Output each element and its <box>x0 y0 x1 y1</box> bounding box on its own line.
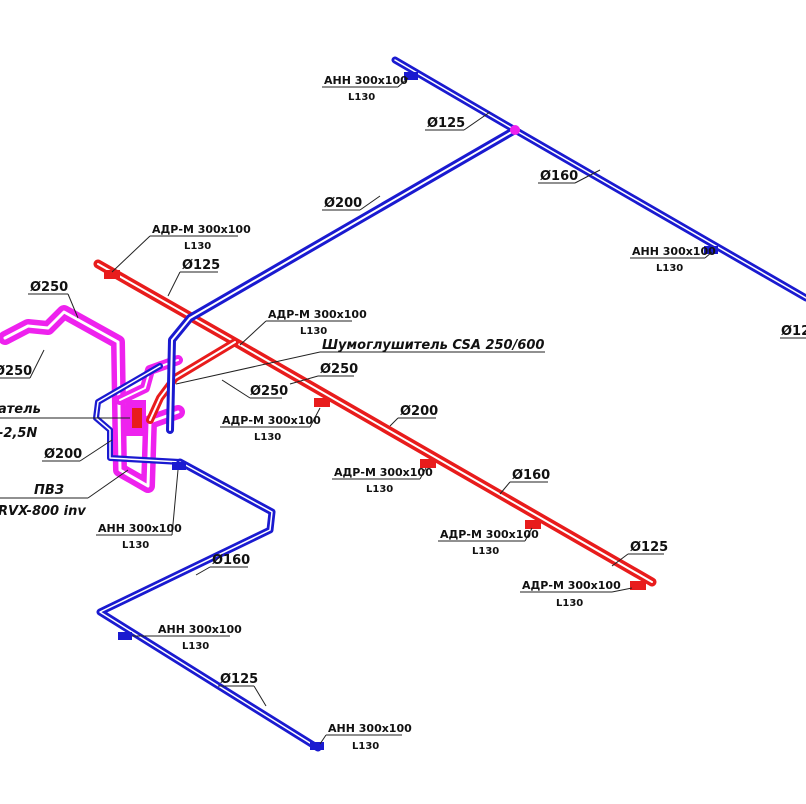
grille-adr-6 <box>630 581 646 590</box>
grille-anh-right <box>704 246 718 254</box>
exhaust-lower-inner <box>99 461 319 749</box>
ventilation-unit <box>0 305 185 493</box>
exhaust-top-main-inner <box>394 59 806 299</box>
exhaust-unit-loop-inner <box>95 365 181 463</box>
label-anh-bottom-name: АНН 300х100 <box>328 722 412 735</box>
label-d250-left: Ø250 <box>0 364 32 379</box>
label-anh-mid-name: АНН 300х100 <box>98 522 182 535</box>
label-d200-red: Ø200 <box>400 404 438 419</box>
label-adr-4-name: АДР-М 300х100 <box>334 466 433 479</box>
label-anh-low-name: АНН 300х100 <box>158 623 242 636</box>
label-anh-right-len: L130 <box>656 263 683 274</box>
label-anh-low-len: L130 <box>182 641 209 652</box>
grille-adr-5 <box>525 520 541 529</box>
label-d160-blue: Ø160 <box>212 553 250 568</box>
label-adr-2-len: L130 <box>300 326 327 337</box>
label-anh-bottom-len: L130 <box>352 741 379 752</box>
label-anh-top-len: L130 <box>348 92 375 103</box>
label-d160-red: Ø160 <box>512 468 550 483</box>
label-adr-6-len: L130 <box>556 598 583 609</box>
leader-lines <box>0 77 806 745</box>
label-adr-2-name: АДР-М 300х100 <box>268 308 367 321</box>
label-silencer: Шумоглушитель CSA 250/600 <box>322 338 544 353</box>
exhaust-duct <box>93 56 806 752</box>
label-adr-1-len: L130 <box>184 241 211 252</box>
grille-adr-3 <box>314 398 330 407</box>
label-anh-top-name: АНН 300х100 <box>324 74 408 87</box>
label-pvz-a: ПВЗ <box>34 483 64 498</box>
unit-branch-inner <box>119 359 179 401</box>
label-adr-6-name: АДР-М 300х100 <box>522 579 621 592</box>
label-adr-3-name: АДР-М 300х100 <box>222 414 321 427</box>
unit-duct-inner <box>3 310 180 488</box>
label-d250-b: Ø250 <box>250 384 288 399</box>
label-d250-unit: Ø250 <box>30 280 68 295</box>
label-adr-5-name: АДР-М 300х100 <box>440 528 539 541</box>
labels: АНН 300х100 L130 Ø125 Ø160 Ø200 АНН 300х… <box>0 74 806 752</box>
supply-connector-outer <box>146 338 239 424</box>
label-heater-a: атель <box>0 402 41 417</box>
label-d125-red: Ø125 <box>182 258 220 273</box>
exhaust-junction-top <box>510 125 520 135</box>
exhaust-riser-inner <box>169 129 516 431</box>
label-d125-right: Ø12 <box>781 324 806 339</box>
exhaust-lower-outer <box>96 458 322 752</box>
grille-anh-bottom <box>310 742 324 750</box>
grille-anh-mid <box>172 462 186 470</box>
label-anh-mid-len: L130 <box>122 540 149 551</box>
label-d125-blue-low: Ø125 <box>220 672 258 687</box>
label-anh-right-name: АНН 300х100 <box>632 245 716 258</box>
label-adr-1-name: АДР-М 300х100 <box>152 223 251 236</box>
grille-anh-top <box>404 72 418 80</box>
label-d125-red2: Ø125 <box>630 540 668 555</box>
label-d250-a: Ø250 <box>320 362 358 377</box>
grille-adr-1 <box>104 270 120 279</box>
supply-duct <box>93 259 657 590</box>
label-d125-top: Ø125 <box>427 116 465 131</box>
unit-box-core <box>132 408 142 428</box>
label-adr-5-len: L130 <box>472 546 499 557</box>
grille-anh-low <box>118 632 132 640</box>
label-d160-top: Ø160 <box>540 169 578 184</box>
label-heater-b: -2,5N <box>0 426 37 441</box>
grille-adr-4 <box>420 459 436 468</box>
label-pvz-b: RVX-800 inv <box>0 504 86 519</box>
label-d200-left: Ø200 <box>44 447 82 462</box>
label-d200-blue: Ø200 <box>324 196 362 211</box>
label-adr-3-len: L130 <box>254 432 281 443</box>
label-adr-4-len: L130 <box>366 484 393 495</box>
exhaust-riser-outer <box>166 126 519 434</box>
